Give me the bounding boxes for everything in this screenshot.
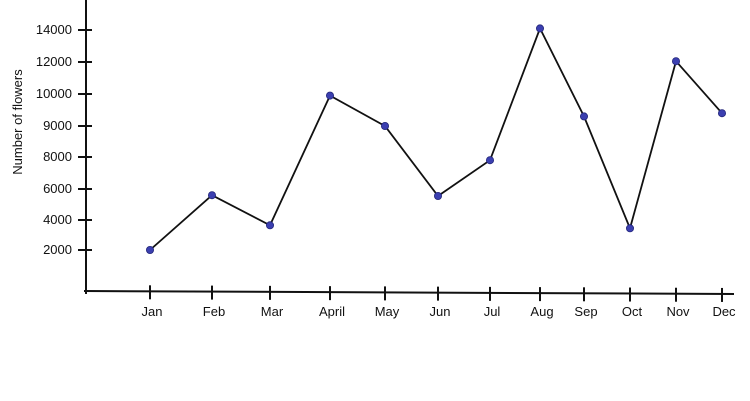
- y-tick-label: 12000: [36, 54, 72, 69]
- data-point: [672, 57, 681, 66]
- x-tick-label: Jul: [484, 304, 501, 319]
- data-point: [718, 109, 727, 118]
- y-tick-label: 2000: [43, 242, 72, 257]
- data-point: [580, 112, 589, 121]
- x-tick-label: Jan: [142, 304, 163, 319]
- data-point: [485, 156, 494, 165]
- y-tick-label: 6000: [43, 181, 72, 196]
- y-ticks: 2000 4000 6000 8000 9000 10000 12000 14000: [36, 22, 92, 257]
- x-tick-label: Nov: [666, 304, 690, 319]
- y-axis-title: Number of flowers: [10, 69, 25, 175]
- x-tick-label: May: [375, 304, 400, 319]
- x-ticks: Jan Feb Mar April May Jun Jul Aug Sep Oct Nov Dec: [142, 285, 736, 319]
- data-point: [145, 245, 154, 254]
- y-tick-label: 8000: [43, 149, 72, 164]
- y-tick-label: 14000: [36, 22, 72, 37]
- data-point: [325, 91, 334, 100]
- data-points: [145, 24, 727, 254]
- y-tick-label: 10000: [36, 86, 72, 101]
- x-tick-label: Sep: [574, 304, 597, 319]
- x-tick-label: Mar: [261, 304, 284, 319]
- x-axis: [83, 290, 735, 295]
- x-tick-label: Jun: [430, 304, 451, 319]
- y-tick-label: 9000: [43, 118, 72, 133]
- x-tick-label: Oct: [622, 304, 643, 319]
- data-point: [265, 221, 274, 230]
- x-tick-label: Dec: [712, 304, 736, 319]
- x-tick-label: Aug: [530, 304, 553, 319]
- y-tick-label: 4000: [43, 212, 72, 227]
- data-point: [207, 191, 216, 200]
- data-point: [536, 24, 545, 33]
- x-tick-label: April: [319, 304, 345, 319]
- data-point: [380, 122, 389, 131]
- data-point: [626, 224, 635, 233]
- series-line: [149, 26, 723, 251]
- data-point: [433, 191, 442, 200]
- x-tick-label: Feb: [203, 304, 225, 319]
